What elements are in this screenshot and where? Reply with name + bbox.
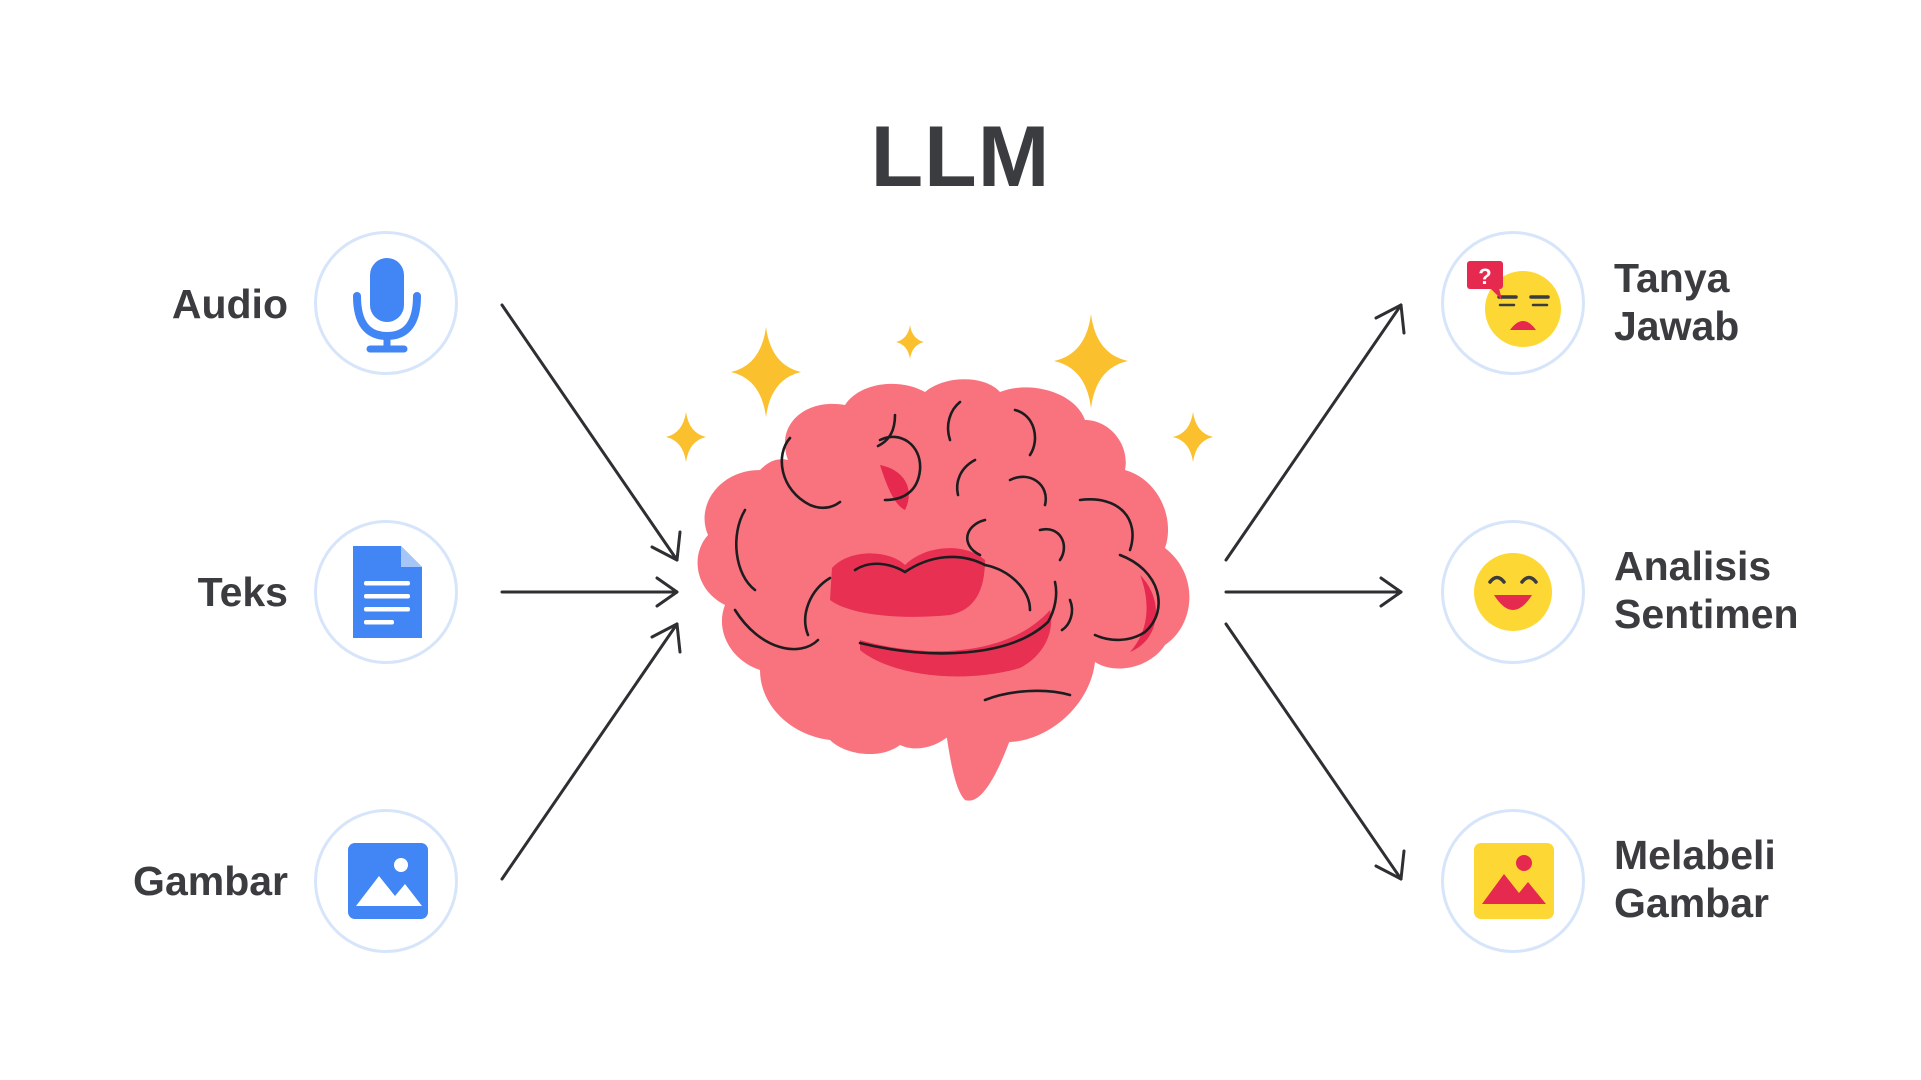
output-label-line2: Sentimen	[1614, 591, 1799, 637]
confused-face-question-icon: ?	[1467, 261, 1561, 347]
output-label-line2: Jawab	[1614, 303, 1740, 349]
image-icon	[348, 843, 428, 919]
arrow-llm-to-tanya-jawab	[1224, 303, 1406, 562]
input-label-gambar: Gambar	[133, 858, 288, 904]
microphone-icon	[353, 258, 421, 353]
output-label-line1: Melabeli	[1614, 832, 1776, 878]
output-arrows	[1224, 303, 1406, 881]
output-label-line2: Gambar	[1614, 880, 1769, 926]
output-label-melabeli-gambar: Melabeli Gambar	[1614, 831, 1914, 927]
input-arrows	[500, 303, 682, 881]
svg-text:?: ?	[1478, 264, 1491, 289]
input-label-audio: Audio	[171, 281, 288, 327]
output-label-analisis-sentimen: Analisis Sentimen	[1614, 542, 1914, 638]
document-icon	[353, 546, 422, 638]
output-label-line1: Analisis	[1614, 543, 1772, 589]
arrow-llm-to-melabeli-gambar	[1224, 622, 1406, 881]
output-label-tanya-jawab: Tanya Jawab	[1614, 254, 1914, 350]
sparkle-icon	[731, 327, 801, 417]
happy-face-icon	[1474, 553, 1552, 631]
sparkle-icon	[1173, 412, 1213, 462]
brain-icon	[697, 379, 1190, 801]
diagram-title: LLM	[870, 109, 1051, 205]
arrow-llm-to-analisis-sentimen	[1224, 576, 1403, 608]
sparkle-icons	[666, 314, 1213, 462]
sparkle-icon	[666, 412, 706, 462]
arrow-teks-to-llm	[500, 576, 679, 608]
sparkle-icon	[1054, 314, 1128, 408]
labeled-image-icon	[1474, 843, 1554, 919]
sparkle-icon	[896, 325, 924, 359]
output-label-line1: Tanya	[1614, 255, 1730, 301]
arrow-audio-to-llm	[500, 303, 682, 562]
arrow-gambar-to-llm	[500, 622, 682, 881]
input-node-gambar	[314, 809, 458, 953]
input-label-teks: Teks	[197, 569, 288, 615]
